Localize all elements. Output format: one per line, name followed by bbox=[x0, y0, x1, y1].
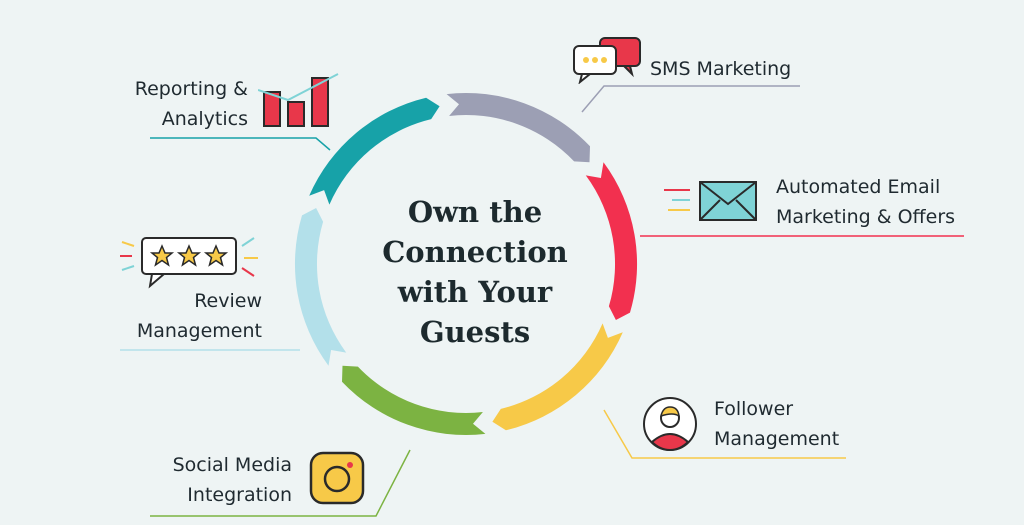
label-line: Social Media bbox=[172, 454, 292, 476]
label-review-management: Review Management bbox=[112, 286, 262, 346]
envelope-icon bbox=[664, 181, 757, 221]
arc-segment-email bbox=[585, 162, 638, 320]
label-line: SMS Marketing bbox=[650, 58, 792, 80]
label-automated-email: Automated Email Marketing & Offers bbox=[776, 172, 955, 232]
label-line: Management bbox=[714, 428, 840, 450]
label-reporting-analytics: Reporting & Analytics bbox=[110, 74, 248, 134]
label-line: Follower bbox=[714, 398, 794, 420]
leader-line-reporting bbox=[150, 137, 331, 151]
bar-chart-icon bbox=[258, 73, 339, 127]
label-sms-marketing: SMS Marketing bbox=[650, 54, 791, 84]
star-rating-icon bbox=[120, 237, 258, 289]
label-line: Marketing & Offers bbox=[776, 206, 956, 228]
center-title-line-3: with Your bbox=[397, 275, 553, 309]
label-social-media: Social Media Integration bbox=[150, 450, 292, 510]
label-line: Integration bbox=[187, 484, 292, 506]
instagram-icon bbox=[309, 451, 365, 505]
leader-line-sms bbox=[581, 85, 800, 113]
person-avatar-icon bbox=[643, 397, 697, 452]
center-title-line-1: Own the bbox=[407, 195, 543, 229]
label-line: Review bbox=[194, 290, 262, 312]
label-follower-management: Follower Management bbox=[714, 394, 839, 454]
arc-segment-review bbox=[294, 208, 347, 366]
leader-line-follower bbox=[603, 409, 846, 459]
chat-bubbles-icon bbox=[573, 37, 641, 84]
arc-segment-reporting bbox=[309, 97, 440, 205]
center-title: Own the Connection with Your Guests bbox=[360, 192, 590, 352]
label-line: Management bbox=[136, 320, 262, 342]
arc-segment-sms bbox=[446, 93, 590, 163]
leader-line-social bbox=[150, 449, 411, 517]
label-line: Reporting & bbox=[134, 78, 248, 100]
label-line: Automated Email bbox=[776, 176, 941, 198]
arc-segment-follower bbox=[492, 323, 623, 431]
label-line: Analytics bbox=[161, 108, 248, 130]
center-title-line-2: Connection bbox=[382, 235, 568, 269]
center-title-line-4: Guests bbox=[419, 315, 531, 349]
arc-segment-social bbox=[342, 365, 486, 435]
